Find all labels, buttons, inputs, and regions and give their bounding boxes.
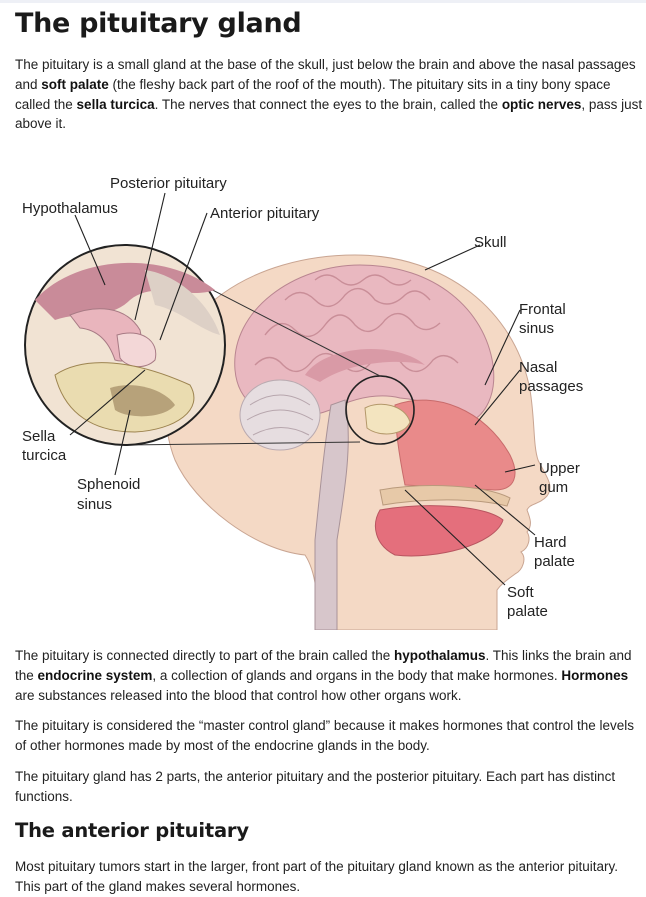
para2-text-3: , a collection of glands and organs in t… [152,667,562,683]
para2-text-2: . This links the brain and the [15,648,632,683]
page-title: The pituitary gland [15,8,302,39]
label-frontal-sinus-1: Frontal [519,301,566,318]
palate [379,485,511,507]
anatomy-illustration: Posterior pituitary Hypothalamus Anterio… [22,175,583,631]
label-hard-palate-1: Hard [534,534,567,551]
corpus-callosum [305,348,425,382]
tongue [375,505,504,557]
label-sphenoid-sinus-2: sinus [77,496,112,513]
term-hormones: Hormones [561,667,629,683]
term-soft-palate: soft palate [41,76,109,92]
label-frontal-sinus-2: sinus [519,320,554,337]
brain-folds [254,274,459,373]
label-soft-palate-2: palate [507,603,548,620]
para2-text-4: are substances released into the blood t… [15,687,462,703]
sphenoid-small [364,403,411,435]
term-sella-turcica: sella turcica [76,96,155,112]
cerebellum [239,379,321,451]
anterior-paragraph: Most pituitary tumors start in the large… [15,859,619,894]
intro-text-2: (the fleshy back part of the roof of the… [15,76,611,112]
label-soft-palate-1: Soft [507,584,535,601]
label-hard-palate-2: palate [534,553,575,570]
section-heading-anterior: The anterior pituitary [15,819,249,842]
label-sella-turcica-2: turcica [22,447,67,464]
intro-text-3: . The nerves that connect the eyes to th… [154,96,502,112]
label-sphenoid-sinus-1: Sphenoid [77,476,140,493]
label-upper-gum-1: Upper [539,460,580,477]
master-gland-paragraph: The pituitary is considered the “master … [15,718,635,753]
intro-text-4: , pass just above it. [15,96,643,132]
intro-paragraph: The pituitary is a small gland at the ba… [15,55,645,134]
nasal-cavity [394,399,516,491]
label-sella-turcica-1: Sella [22,428,56,445]
label-skull: Skull [474,234,507,251]
cerebellum-folds [246,394,314,436]
top-border [0,0,646,3]
intro-text-1: The pituitary is a small gland at the ba… [15,57,636,92]
term-optic-nerves: optic nerves [501,96,582,112]
magnified-view [24,244,226,446]
label-hypothalamus: Hypothalamus [22,200,118,217]
leader-lines [69,192,536,586]
label-posterior-pituitary: Posterior pituitary [110,175,227,192]
term-hypothalamus: hypothalamus [393,648,486,663]
label-anterior-pituitary: Anterior pituitary [210,205,320,222]
label-upper-gum-2: gum [539,479,568,496]
two-parts-paragraph: The pituitary gland has 2 parts, the ant… [15,769,616,804]
label-nasal-passages-1: Nasal [519,359,557,376]
term-endocrine-system: endocrine system [37,667,153,683]
hypothalamus-paragraph: The pituitary is connected directly to p… [15,646,645,705]
para2-text-1: The pituitary is connected directly to p… [15,648,394,663]
pituitary-anatomy-figure: Posterior pituitary Hypothalamus Anterio… [15,160,595,631]
label-nasal-passages-2: passages [519,378,583,395]
zoom-line-bottom [124,441,361,446]
